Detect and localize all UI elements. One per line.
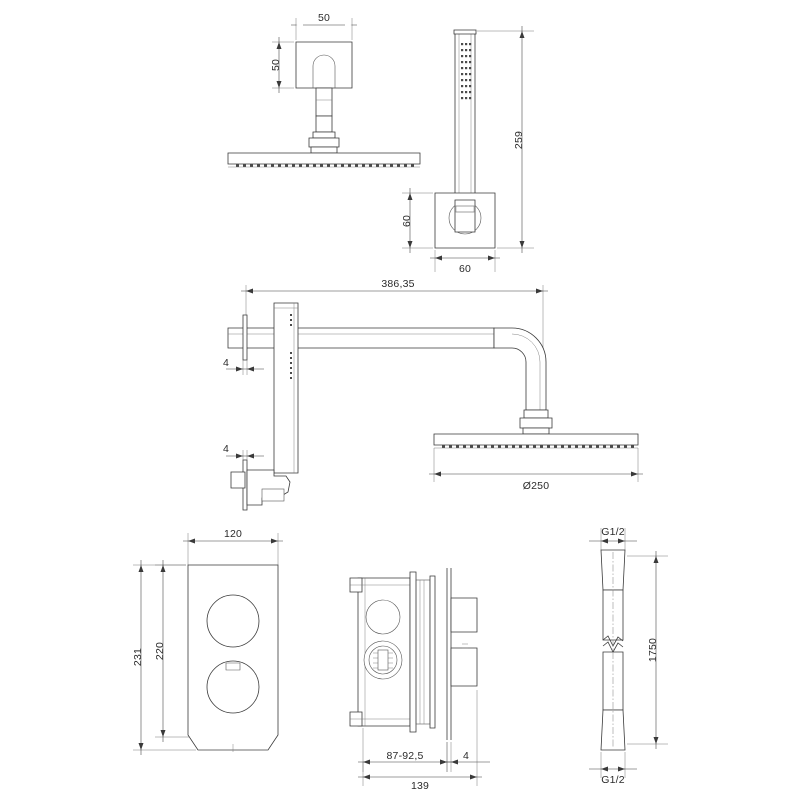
dim-plate-thickness-top [226, 360, 264, 375]
slide-rail-knurling [290, 314, 292, 379]
view-wall-arm [226, 285, 643, 510]
dim-body-plate-thickness [440, 742, 490, 772]
label-body-plate-thickness: 4 [463, 750, 469, 762]
dim-total-depth [358, 690, 482, 786]
dim-head-diameter [429, 448, 643, 482]
view-handshower [402, 26, 534, 272]
label-bracket-height: 60 [401, 215, 413, 227]
label-head-diameter: Ø250 [523, 480, 550, 492]
dim-plate-width [183, 533, 283, 565]
dim-hose-connection-top [589, 528, 637, 550]
label-install-depth: 87-92,5 [386, 750, 423, 762]
label-hose-connection-bottom: G1/2 [601, 774, 625, 786]
label-handshower-height: 259 [513, 131, 525, 149]
dimension-labels: 50 50 259 60 60 386,35 Ø250 4 4 120 231 … [132, 12, 659, 792]
label-total-depth: 139 [411, 780, 429, 792]
ceiling-head-nozzles [236, 164, 414, 167]
dim-plate-thickness-bottom [226, 450, 264, 462]
dim-handshower-height [477, 26, 534, 253]
dim-ceiling-escutcheon-height [272, 37, 294, 93]
view-valve-body [350, 568, 490, 786]
label-arm-projection: 386,35 [381, 278, 414, 290]
view-ceiling-shower [228, 18, 420, 168]
label-valve-plate-height-overall: 231 [132, 648, 144, 666]
dim-hose-connection-bottom [589, 752, 637, 778]
dim-handshower-bracket-width [430, 250, 500, 272]
dim-handshower-bracket-height [402, 188, 433, 253]
label-hose-length: 1750 [647, 638, 659, 662]
view-hose [589, 528, 668, 778]
dim-hose-length [627, 551, 668, 749]
label-plate-thickness-top: 4 [223, 357, 229, 369]
label-plate-thickness-bottom: 4 [223, 443, 229, 455]
valve-port-detail [373, 649, 393, 671]
label-valve-plate-width: 120 [224, 528, 242, 540]
view-valve-plate [133, 533, 283, 755]
label-valve-plate-height-inner: 220 [154, 642, 166, 660]
label-escutcheon-height: 50 [270, 59, 282, 71]
dim-plate-height-inner [155, 560, 190, 742]
label-bracket-width: 60 [459, 263, 471, 275]
dim-ceiling-escutcheon-width [291, 18, 357, 40]
wall-head-nozzles [442, 445, 634, 448]
handshower-nozzle-grid [461, 43, 472, 100]
label-escutcheon-width: 50 [318, 12, 330, 24]
label-hose-connection-top: G1/2 [601, 526, 625, 538]
